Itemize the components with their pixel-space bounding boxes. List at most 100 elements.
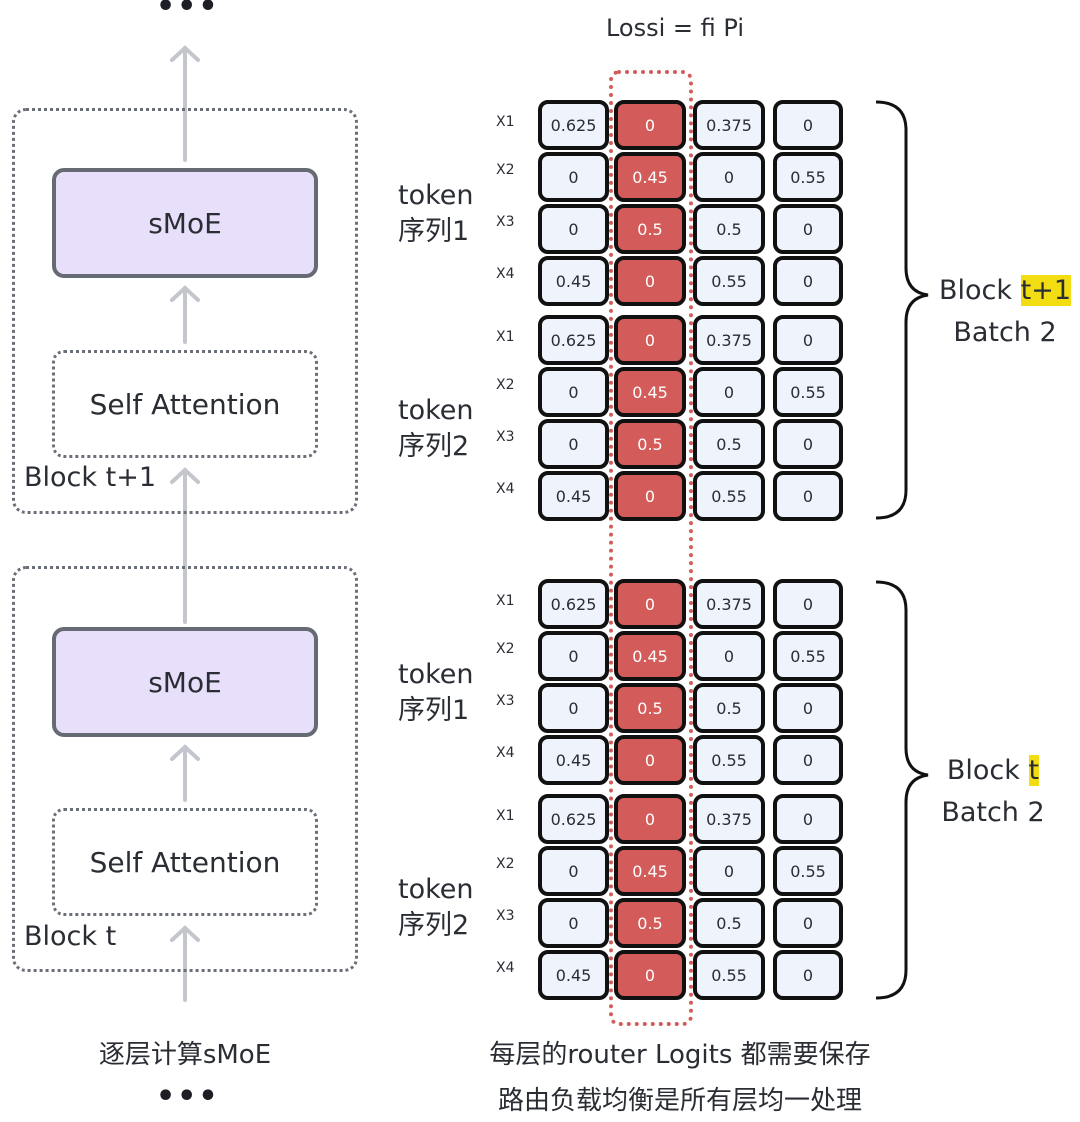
router-logit-cell: 0	[773, 471, 843, 521]
router-logit-cell: 0	[773, 100, 843, 150]
batch-label: Batch 2	[941, 796, 1045, 828]
arrows-layer	[170, 45, 200, 1002]
self-attention-box-t-plus-1: Self Attention	[52, 350, 318, 458]
group-label-block-t: Block t Batch 2	[918, 750, 1068, 834]
router-logit-cell-selected: 0	[614, 794, 686, 844]
smoe-label: sMoE	[148, 665, 222, 699]
token-sequence-label-line-2: 序列2	[398, 431, 470, 463]
token-row-label: X3	[496, 693, 515, 709]
router-logit-cell: 0	[693, 631, 765, 681]
arrow-up-icon	[170, 467, 200, 624]
arrow-up-icon	[170, 285, 200, 344]
block-frame-t	[12, 566, 358, 972]
token-sequence-label-line-2: 序列2	[398, 910, 470, 942]
router-logit-cell: 0.55	[773, 631, 843, 681]
token-row-label: X1	[496, 329, 515, 345]
router-logit-cell: 0	[773, 579, 843, 629]
router-logit-cell: 0.5	[693, 419, 765, 469]
token-sequence-label: token 序列2	[398, 393, 474, 466]
right-caption-line-1: 每层的router Logits 都需要保存	[489, 1040, 871, 1070]
router-logit-cell-selected: 0	[614, 256, 686, 306]
router-logit-cell: 0	[693, 846, 765, 896]
router-logit-cell: 0.55	[773, 846, 843, 896]
router-logit-cell-selected: 0	[614, 579, 686, 629]
router-logit-cell: 0.45	[538, 950, 609, 1000]
token-sequence-label-line-1: token	[398, 395, 474, 426]
router-logit-cell: 0	[693, 152, 765, 202]
bottom-ellipsis: •••	[156, 1079, 220, 1114]
token-sequence-label-line-1: token	[398, 659, 474, 690]
router-logit-cell: 0	[538, 204, 609, 254]
router-logit-cell-selected: 0.45	[614, 367, 686, 417]
token-row-label: X3	[496, 429, 515, 445]
router-logit-cell: 0	[538, 846, 609, 896]
token-sequence-label: token 序列2	[398, 872, 474, 945]
router-logit-cell: 0.375	[693, 100, 765, 150]
router-logit-cell-selected: 0.5	[614, 204, 686, 254]
block-prefix: Block	[939, 275, 1021, 306]
router-logit-cell: 0	[538, 631, 609, 681]
router-logit-cell-selected: 0	[614, 315, 686, 365]
router-logit-cell: 0	[773, 794, 843, 844]
router-logit-cell: 0.625	[538, 100, 609, 150]
router-logit-cell: 0	[693, 367, 765, 417]
token-row-label: X2	[496, 856, 515, 872]
token-row-label: X2	[496, 162, 515, 178]
token-row-label: X2	[496, 641, 515, 657]
router-logit-cell-selected: 0.5	[614, 898, 686, 948]
block-prefix: Block	[946, 755, 1029, 786]
block-frame-t-plus-1	[12, 108, 358, 514]
router-logit-cell: 0	[773, 950, 843, 1000]
token-row-label: X4	[496, 266, 515, 282]
router-logit-cell: 0.5	[693, 683, 765, 733]
loss-formula: Lossi = fi Pi	[605, 14, 745, 42]
router-logit-cell: 0	[773, 735, 843, 785]
curly-brace-icon	[875, 100, 929, 520]
brace-layer	[875, 100, 929, 1000]
router-logit-cell-selected: 0	[614, 471, 686, 521]
router-logit-cell: 0.55	[693, 471, 765, 521]
token-row-label: X4	[496, 745, 515, 761]
router-logit-cell: 0	[538, 419, 609, 469]
router-logit-cell: 0.625	[538, 315, 609, 365]
token-row-label: X3	[496, 214, 515, 230]
router-logit-cell: 0.45	[538, 256, 609, 306]
token-sequence-label-line-1: token	[398, 874, 474, 905]
left-caption: 逐层计算sMoE	[98, 1040, 272, 1070]
self-attention-box-t: Self Attention	[52, 808, 318, 916]
router-logit-cell: 0.45	[538, 735, 609, 785]
router-logit-cell: 0	[773, 898, 843, 948]
router-logit-cell: 0.625	[538, 794, 609, 844]
router-logit-cell: 0	[773, 204, 843, 254]
block-id-highlight: t+1	[1020, 275, 1071, 306]
block-label-t-plus-1: Block t+1	[24, 462, 156, 493]
router-logit-cell-selected: 0.45	[614, 152, 686, 202]
router-logit-cell-selected: 0.45	[614, 846, 686, 896]
token-row-label: X2	[496, 377, 515, 393]
batch-label: Batch 2	[953, 316, 1057, 348]
token-row-label: X1	[496, 114, 515, 130]
router-logit-cell-selected: 0.5	[614, 683, 686, 733]
router-logit-cell: 0	[773, 315, 843, 365]
right-caption-line-2: 路由负载均衡是所有层均一处理	[497, 1086, 862, 1116]
token-sequence-label: token 序列1	[398, 657, 474, 730]
router-logit-cell: 0	[773, 683, 843, 733]
router-logit-cell: 0	[538, 898, 609, 948]
router-logit-cell: 0.5	[693, 204, 765, 254]
arrow-up-icon	[170, 45, 200, 162]
router-logit-cell: 0.375	[693, 794, 765, 844]
router-logit-cell: 0	[538, 152, 609, 202]
token-sequence-label-line-2: 序列1	[398, 695, 470, 727]
router-logit-cell: 0	[773, 419, 843, 469]
router-logit-cell: 0.375	[693, 579, 765, 629]
selected-expert-column-outline	[609, 70, 693, 1026]
router-logit-cell: 0	[773, 256, 843, 306]
router-logit-cell: 0.375	[693, 315, 765, 365]
router-logit-cell: 0.55	[773, 367, 843, 417]
smoe-box-t: sMoE	[52, 627, 318, 737]
block-label-t: Block t	[24, 921, 117, 952]
self-attention-label: Self Attention	[89, 387, 281, 421]
router-logit-cell-selected: 0.5	[614, 419, 686, 469]
group-label-block-t-plus-1: Block t+1 Batch 2	[930, 270, 1080, 354]
smoe-box-t-plus-1: sMoE	[52, 168, 318, 278]
